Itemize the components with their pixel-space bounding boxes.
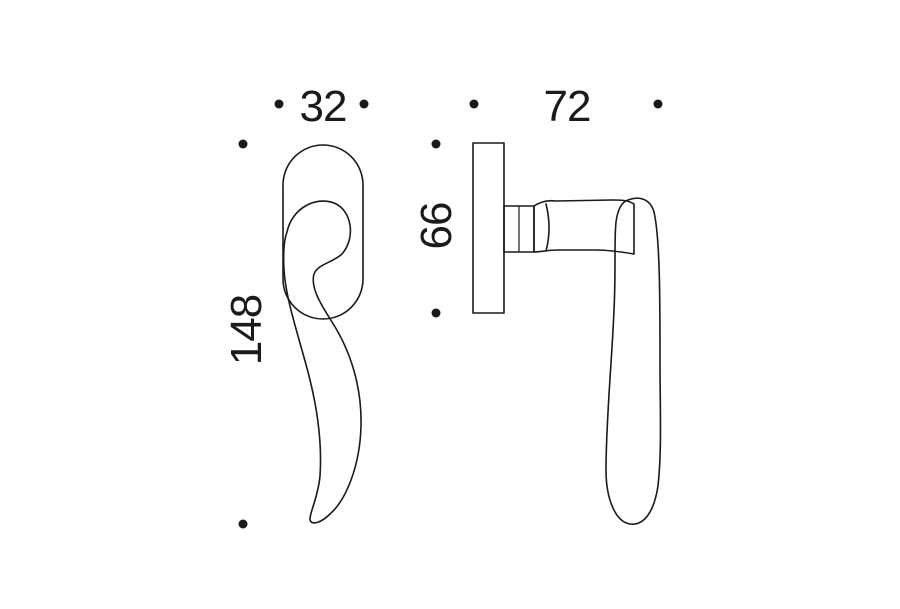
- rose-height-dimension-top-dot: [431, 139, 441, 149]
- width-dimension: 32: [274, 82, 369, 131]
- width-dimension-label: 32: [300, 82, 347, 131]
- side-view: 72 66: [412, 82, 663, 525]
- rose-height-dimension: 66: [412, 139, 461, 318]
- depth-dimension-label: 72: [544, 82, 591, 131]
- rose-plate-profile: [472, 142, 505, 314]
- height-dimension-top-dot: [238, 139, 248, 149]
- height-dimension: 148: [222, 139, 271, 529]
- height-dimension-label: 148: [222, 295, 271, 365]
- oval-rose: [282, 144, 364, 320]
- depth-dimension: 72: [469, 82, 663, 131]
- front-view: 32 148: [222, 82, 369, 529]
- rose-height-dimension-bottom-dot: [431, 308, 441, 318]
- lever-shank: [533, 199, 635, 255]
- depth-dimension-left-dot: [469, 99, 479, 109]
- width-dimension-left-dot: [274, 99, 284, 109]
- lever-grip-profile: [605, 197, 662, 525]
- height-dimension-bottom-dot: [238, 519, 248, 529]
- width-dimension-right-dot: [359, 99, 369, 109]
- curved-lever: [282, 200, 362, 524]
- rose-height-dimension-label: 66: [412, 203, 461, 250]
- lever-shank-detail: [545, 203, 550, 252]
- depth-dimension-right-dot: [653, 99, 663, 109]
